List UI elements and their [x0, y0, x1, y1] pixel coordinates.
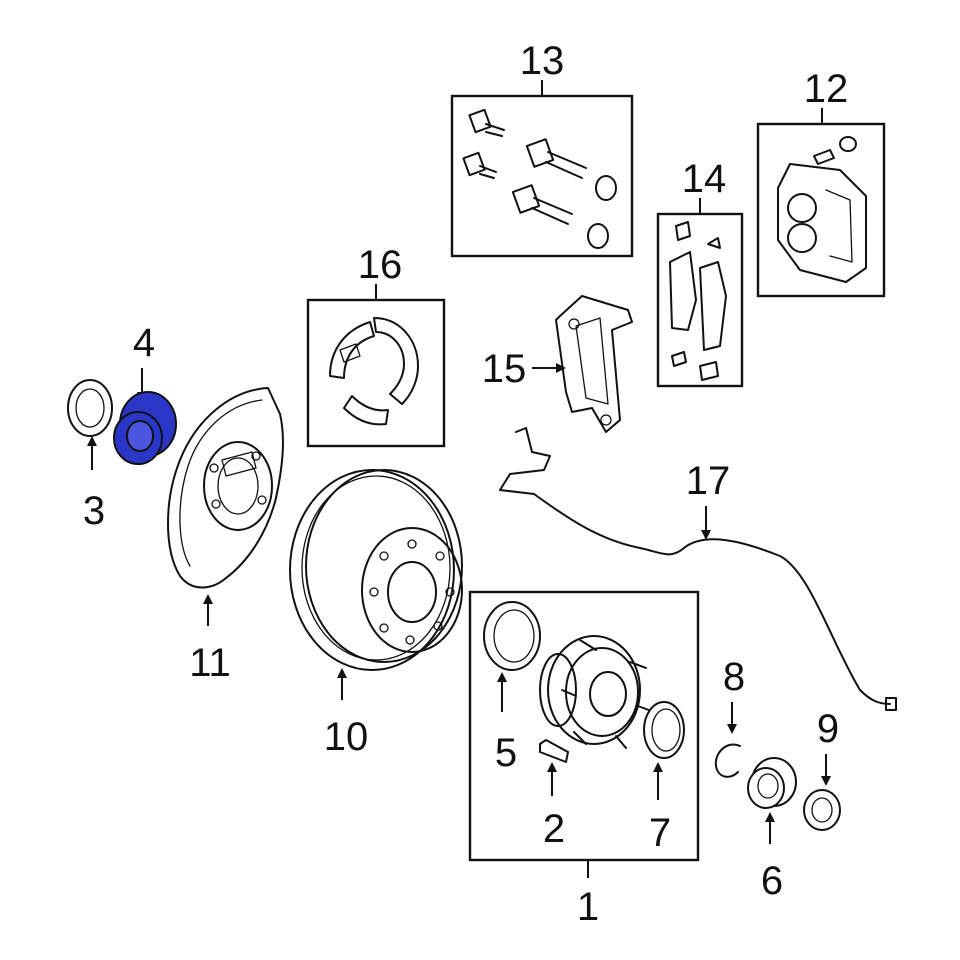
part-15-arrowhead [556, 363, 566, 373]
callout-8: 8 [723, 655, 745, 699]
part-9-arrowhead [821, 776, 831, 786]
part-13-bolts [462, 108, 617, 249]
callout-3: 3 [83, 489, 105, 533]
part-2-group[interactable]: 2 [539, 739, 569, 851]
callout-11: 11 [189, 641, 231, 685]
part-10-group[interactable]: 10 [289, 469, 463, 759]
callout-13: 13 [520, 39, 565, 83]
part-17-arrowhead [701, 530, 711, 540]
callout-7: 7 [649, 811, 671, 855]
rotor-drawing [289, 469, 463, 671]
seal-outer [67, 379, 113, 437]
brake-hose-drawing [499, 427, 897, 711]
snap-ring-drawing [714, 743, 741, 778]
hub-drawing [539, 635, 655, 749]
part-5-arrowhead [497, 672, 507, 682]
brake-shoes-drawing [329, 317, 419, 426]
part-7-arrowhead [653, 762, 663, 772]
callout-12: 12 [804, 67, 849, 111]
part-7-group[interactable]: 7 [643, 701, 685, 855]
part-1-group[interactable]: 1 5 2 [468, 590, 700, 929]
caliper-bracket-drawing [555, 295, 633, 433]
part-1-box [468, 590, 700, 862]
callout-5: 5 [495, 731, 517, 775]
callout-1: 1 [577, 885, 599, 929]
part-11-group[interactable]: 11 [167, 387, 284, 685]
part-15-group[interactable]: 15 [482, 295, 633, 433]
callout-6: 6 [761, 859, 783, 903]
callout-2: 2 [543, 807, 565, 851]
caliper-drawing [777, 136, 867, 283]
callout-14: 14 [682, 157, 727, 201]
part-6-arrowhead [765, 812, 775, 822]
part-10-arrowhead [337, 668, 347, 678]
part-5-group[interactable]: 5 [483, 601, 541, 775]
part-3-arrowhead [87, 436, 97, 446]
part-11-arrowhead [203, 594, 213, 604]
callout-16: 16 [358, 243, 403, 287]
part-13-group[interactable]: 13 [450, 39, 634, 258]
callout-10: 10 [324, 715, 369, 759]
part-8-arrowhead [727, 724, 737, 734]
bearing-highlighted [113, 391, 177, 465]
callout-17: 17 [686, 459, 731, 503]
brake-pads-drawing [669, 221, 727, 381]
part-3-group[interactable]: 3 [67, 379, 113, 533]
part-4-group[interactable]: 4 [113, 321, 177, 465]
part-16-group[interactable]: 16 [306, 243, 446, 448]
part-2-arrowhead [547, 762, 557, 772]
backing-plate-drawing [167, 387, 284, 589]
part-17-group[interactable]: 17 [499, 427, 897, 711]
part-9-group[interactable]: 9 [803, 707, 841, 831]
part-12-group[interactable]: 12 [756, 67, 886, 298]
callout-15: 15 [482, 347, 527, 391]
callout-4: 4 [133, 321, 155, 365]
part-14-group[interactable]: 14 [656, 157, 744, 388]
part-8-group[interactable]: 8 [714, 655, 745, 778]
callout-9: 9 [817, 707, 839, 751]
part-6-group[interactable]: 6 [747, 757, 797, 903]
